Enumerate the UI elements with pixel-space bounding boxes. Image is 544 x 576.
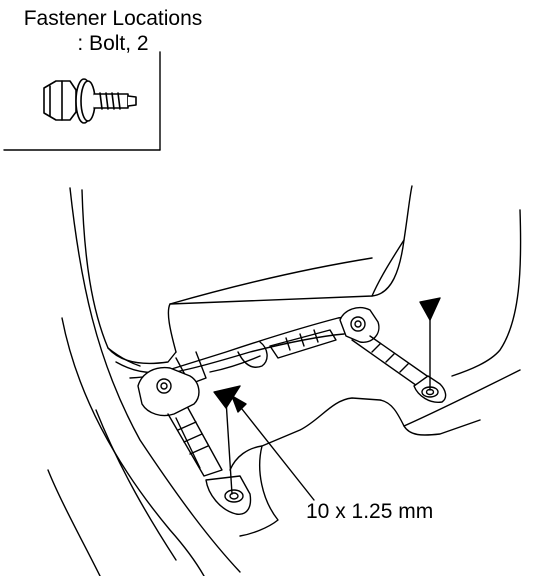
legend-title-line2: : Bolt, 2 <box>77 32 149 55</box>
floor-outline <box>47 187 522 576</box>
callout-leader-arrow <box>231 395 315 501</box>
legend-title: Fastener Locations : Bolt, 2 <box>8 6 218 56</box>
seat-cushion <box>81 185 413 367</box>
left-rail-bracket <box>137 366 252 515</box>
bolt-size-label: 10 x 1.25 mm <box>306 500 434 523</box>
legend-box <box>3 51 161 151</box>
legend-title-line1: Fastener Locations <box>23 7 203 30</box>
bolt-icon <box>43 78 137 124</box>
bolt-pointer-right <box>419 297 441 391</box>
